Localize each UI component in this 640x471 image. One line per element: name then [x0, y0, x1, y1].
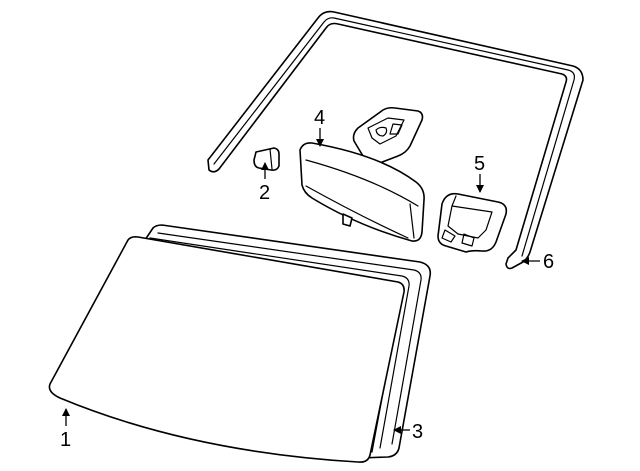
callout-2: 2: [259, 182, 270, 204]
windshield-molding: [207, 10, 584, 270]
callout-1: 1: [60, 429, 71, 451]
mirror-clip: [253, 147, 280, 171]
callout-6: 6: [543, 251, 554, 273]
rear-view-mirror: [299, 106, 425, 242]
callout-3: 3: [412, 421, 423, 443]
callout-4: 4: [314, 107, 325, 129]
callout-5: 5: [474, 153, 485, 175]
sensor-cover: [437, 192, 508, 253]
windshield-glass: [48, 236, 405, 463]
